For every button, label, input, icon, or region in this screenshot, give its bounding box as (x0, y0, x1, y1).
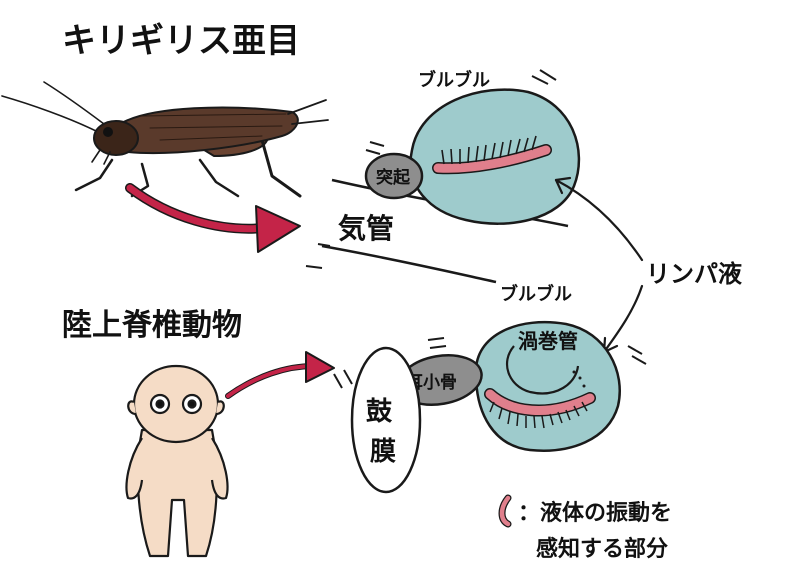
label-eardrum-1: 鼓 (366, 397, 393, 427)
label-eardrum-2: 膜 (370, 437, 396, 467)
vertebrate-sensory-hairs (484, 388, 596, 429)
cochlea-spiral (505, 345, 580, 395)
human-figure (125, 364, 229, 558)
label-ossicle: 耳小骨 (406, 373, 457, 393)
protrusion-shape (364, 152, 424, 200)
cricket-illustration (1, 81, 329, 198)
lymph-arrows (554, 176, 644, 354)
cochlea-shape (474, 320, 621, 452)
vibration-marks-insect (365, 69, 557, 155)
vibration-marks-ossicle (427, 337, 447, 349)
label-lymph: リンパ液 (646, 260, 742, 288)
vibration-marks-trachea (305, 243, 331, 269)
label-buruburu-top: ブルブル (418, 69, 490, 91)
arrow-cricket-to-ear (125, 183, 301, 253)
vibration-marks-eardrum (333, 369, 353, 389)
insect-hearing-organ (409, 88, 581, 225)
title-katydid-suborder: キリギリス亜目 (62, 21, 300, 61)
label-buruburu-bottom: ブルブル (500, 283, 572, 305)
legend-line-1: ：液体の振動を (518, 500, 672, 526)
dotted-marks (572, 370, 586, 388)
eardrum-shape (350, 346, 422, 494)
vibration-marks-cochlea (627, 345, 647, 365)
legend-line-2: 感知する部分 (536, 536, 668, 562)
title-land-vertebrates: 陸上脊椎動物 (62, 308, 242, 343)
arrow-human-to-ear (225, 351, 335, 399)
label-cochlea: 渦巻管 (518, 329, 578, 353)
label-protrusion: 突起 (376, 167, 411, 188)
label-trachea: 気管 (338, 212, 394, 245)
legend: ：液体の振動を 感知する部分 (498, 494, 672, 562)
insect-sensory-hairs (432, 135, 552, 175)
